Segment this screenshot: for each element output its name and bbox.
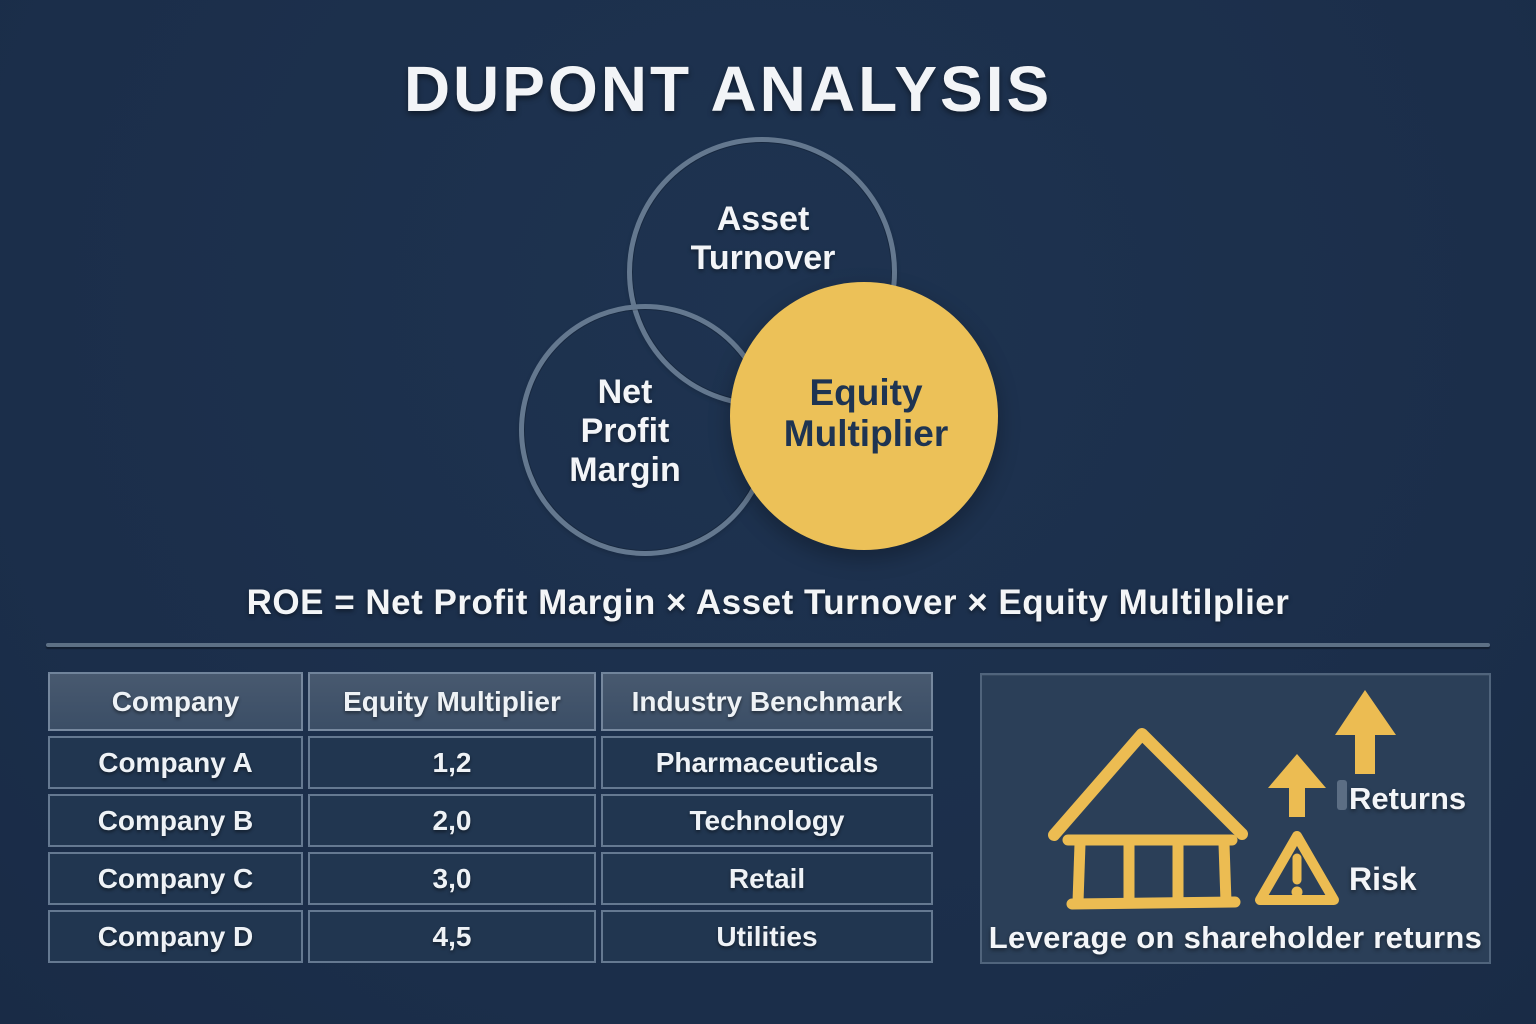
- table-cell: Pharmaceuticals: [601, 736, 933, 789]
- divider-line: [46, 643, 1490, 647]
- table-header-row: Company Equity Multiplier Industry Bench…: [48, 672, 933, 731]
- asset-turnover-label-line2: Turnover: [690, 239, 836, 277]
- equity-multiplier-label: Equity Multiplier: [784, 372, 948, 454]
- table-cell: Retail: [601, 852, 933, 905]
- column-header-industry-benchmark: Industry Benchmark: [601, 672, 933, 731]
- equity-multiplier-label-line1: Equity: [809, 372, 923, 413]
- asset-turnover-label-line1: Asset: [716, 200, 810, 238]
- net-profit-margin-label: Net Profit Margin: [569, 373, 680, 490]
- net-profit-margin-label-line2: Profit: [580, 412, 670, 450]
- text-cursor-icon: [1337, 780, 1347, 810]
- column-header-company: Company: [48, 672, 303, 731]
- table-row: Company D 4,5 Utilities: [48, 910, 933, 963]
- up-arrow-large-icon: [1335, 690, 1396, 774]
- table-cell: Technology: [601, 794, 933, 847]
- leverage-panel: Returns Risk Leverage on shareholder ret…: [980, 673, 1491, 964]
- warning-triangle-icon: [1255, 831, 1339, 905]
- leverage-caption: Leverage on shareholder returns: [988, 920, 1483, 955]
- equity-multiplier-label-line2: Multiplier: [783, 413, 949, 454]
- table-cell: Company D: [48, 910, 303, 963]
- page-title: DUPONT ANALYSIS: [403, 53, 1053, 125]
- risk-label: Risk: [1349, 861, 1417, 897]
- table-cell: Company A: [48, 736, 303, 789]
- returns-label: Returns: [1349, 781, 1467, 816]
- table-cell: Utilities: [601, 910, 933, 963]
- table-row: Company A 1,2 Pharmaceuticals: [48, 736, 933, 789]
- column-header-equity-multiplier: Equity Multiplier: [308, 672, 596, 731]
- table-row: Company B 2,0 Technology: [48, 794, 933, 847]
- net-profit-margin-label-line1: Net: [597, 373, 653, 411]
- company-table: Company Equity Multiplier Industry Bench…: [48, 672, 933, 968]
- equity-multiplier-circle: [730, 282, 998, 550]
- house-icon: [1048, 728, 1248, 910]
- table-cell: Company C: [48, 852, 303, 905]
- up-arrow-small-icon: [1268, 754, 1326, 817]
- table-row: Company C 3,0 Retail: [48, 852, 933, 905]
- net-profit-margin-label-line3: Margin: [569, 451, 681, 489]
- table-cell: 3,0: [308, 852, 596, 905]
- table-cell: 4,5: [308, 910, 596, 963]
- table-cell: Company B: [48, 794, 303, 847]
- roe-formula: ROE = Net Profit Margin × Asset Turnover…: [246, 583, 1290, 622]
- table-cell: 2,0: [308, 794, 596, 847]
- asset-turnover-label: Asset Turnover: [691, 200, 836, 278]
- table-cell: 1,2: [308, 736, 596, 789]
